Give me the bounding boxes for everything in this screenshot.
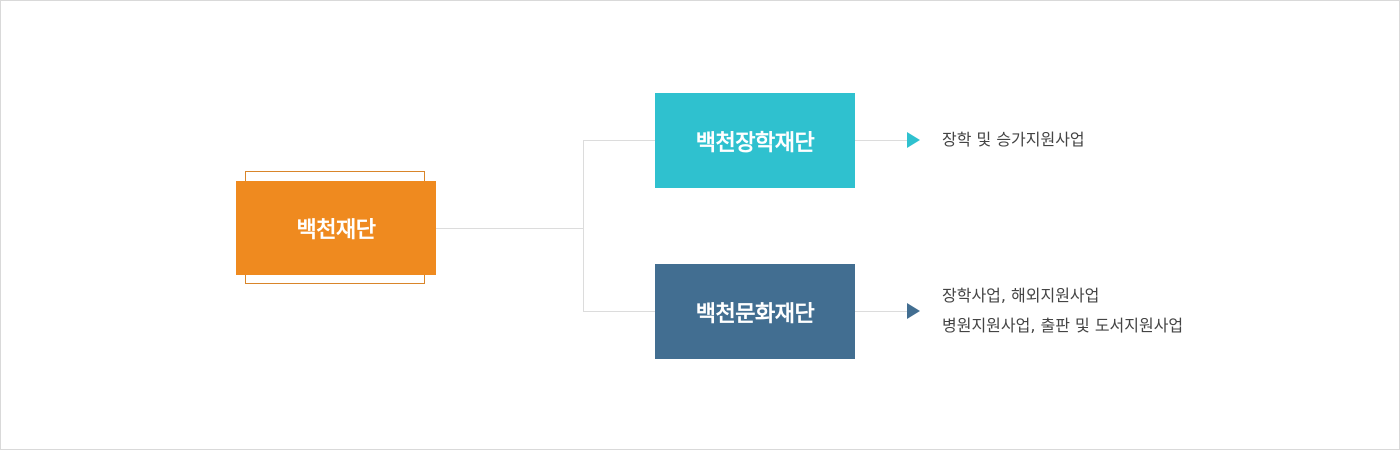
triangle-right-icon <box>907 132 920 148</box>
connector-vertical-trunk <box>583 140 584 312</box>
connector-root-horizontal <box>436 228 583 229</box>
description-line: 장학사업, 해외지원사업 <box>942 286 1100 305</box>
branch-description-culture: 장학사업, 해외지원사업 병원지원사업, 출판 및 도서지원사업 <box>942 281 1183 341</box>
connector-desc-2 <box>855 311 907 312</box>
connector-desc-1 <box>855 140 907 141</box>
root-node: 백천재단 <box>236 181 436 275</box>
branch-node-scholarship: 백천장학재단 <box>655 93 855 188</box>
branch-node-label: 백천문화재단 <box>695 301 815 327</box>
root-node-label: 백천재단 <box>296 218 376 243</box>
branch-node-label: 백천장학재단 <box>695 130 815 156</box>
branch-node-culture: 백천문화재단 <box>655 264 855 359</box>
connector-branch-2 <box>583 311 655 312</box>
triangle-right-icon <box>907 303 920 319</box>
description-line: 장학 및 승가지원사업 <box>942 130 1085 149</box>
branch-description-scholarship: 장학 및 승가지원사업 <box>942 125 1085 155</box>
description-line: 병원지원사업, 출판 및 도서지원사업 <box>942 316 1184 335</box>
connector-branch-1 <box>583 140 655 141</box>
